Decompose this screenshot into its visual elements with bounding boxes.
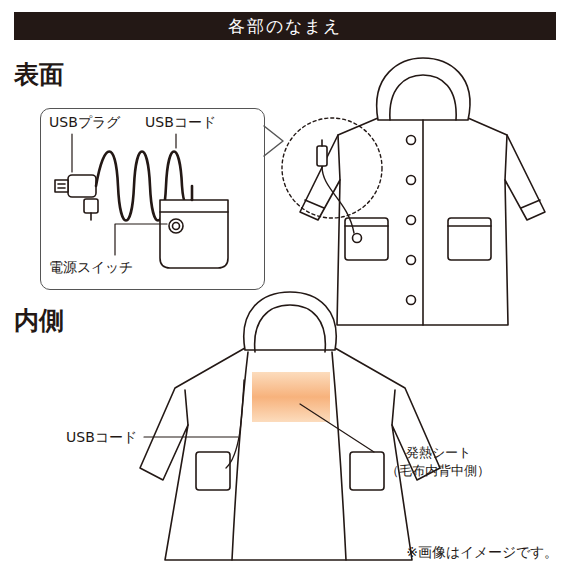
caption: ※画像はイメージです。 [406,544,558,562]
coat-inside [140,292,440,560]
part-name: 発熱シート （毛布内背中側） [376,444,500,480]
leader-line [115,224,167,255]
section-heading: 内側 [14,306,64,336]
part-name: USBコード [66,429,137,446]
part-name: 電源スイッチ [49,259,133,276]
section-heading: 表面 [14,60,64,90]
part-name: USBプラグ [49,114,120,131]
title-band: 各部のなまえ [14,12,556,40]
leader-line [300,404,374,452]
leader-line [175,134,176,148]
pocket [160,186,228,268]
usb-plug [55,175,98,220]
inset-box: USBプラグ USBコード電源スイッチ [40,108,265,290]
heating-sheet [252,372,330,422]
part-name: USBコード [145,114,216,131]
leader-line [71,134,72,172]
zoom-circle [282,118,382,218]
leader-line [144,436,238,437]
callout-wedge [264,126,283,156]
coat-front [300,58,545,325]
